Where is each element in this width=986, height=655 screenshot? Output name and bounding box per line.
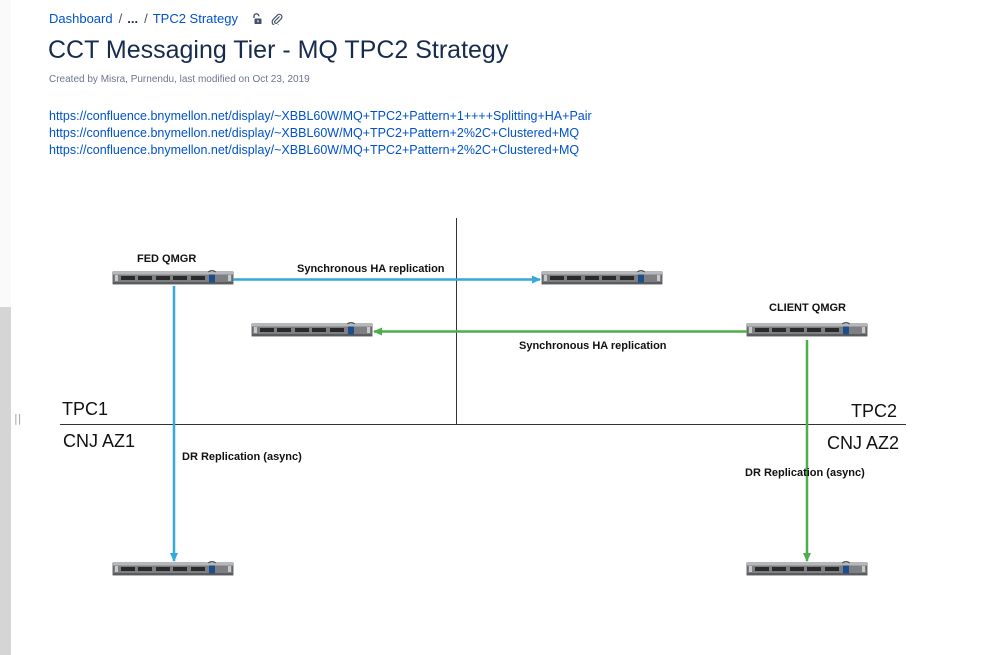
breadcrumb-ellipsis[interactable]: ... [127,11,139,26]
fed-qmgr-label: FED QMGR [137,253,196,265]
cnj-az2-label: CNJ AZ2 [827,433,899,453]
pattern-1-link[interactable]: https://confluence.bnymellon.net/display… [49,109,592,123]
fed-qmgr-ha-server-icon [541,270,663,285]
fed-qmgr-dr-server-icon [112,561,234,576]
fed-qmgr-server-icon [112,270,234,285]
dr-replication-label-left: DR Replication (async) [182,451,302,463]
sync-ha-label-bottom: Synchronous HA replication [519,340,667,352]
client-qmgr-label: CLIENT QMGR [769,302,846,314]
breadcrumb-page-link[interactable]: TPC2 Strategy [152,11,238,26]
page-byline: Created by Misra, Purnendu, last modifie… [49,74,310,85]
dr-replication-label-right: DR Replication (async) [745,467,865,479]
link-list: https://confluence.bnymellon.net/display… [49,108,592,159]
tpc2-label: TPC2 [851,401,897,421]
client-qmgr-dr-server-icon [746,561,868,576]
tpc1-label: TPC1 [62,399,108,419]
client-qmgr-ha-server-icon [251,322,373,337]
scrollbar-thumb[interactable] [0,307,11,655]
cnj-az1-label: CNJ AZ1 [63,431,135,451]
breadcrumb-separator: / [118,11,123,26]
breadcrumb: Dashboard / ... / TPC2 Strategy [49,11,291,26]
sidebar-resize-handle[interactable]: || [14,412,22,425]
breadcrumb-dashboard-link[interactable]: Dashboard [49,11,113,26]
pattern-2-link[interactable]: https://confluence.bnymellon.net/display… [49,126,580,140]
pattern-2-link-duplicate[interactable]: https://confluence.bnymellon.net/display… [49,143,580,157]
client-qmgr-server-icon [746,322,868,337]
unlock-icon[interactable] [251,12,263,25]
breadcrumb-separator: / [144,11,148,26]
paperclip-icon[interactable] [271,13,283,25]
page-scrollbar[interactable] [0,0,11,655]
page-title: CCT Messaging Tier - MQ TPC2 Strategy [48,36,509,64]
sync-ha-label-top: Synchronous HA replication [297,263,445,275]
